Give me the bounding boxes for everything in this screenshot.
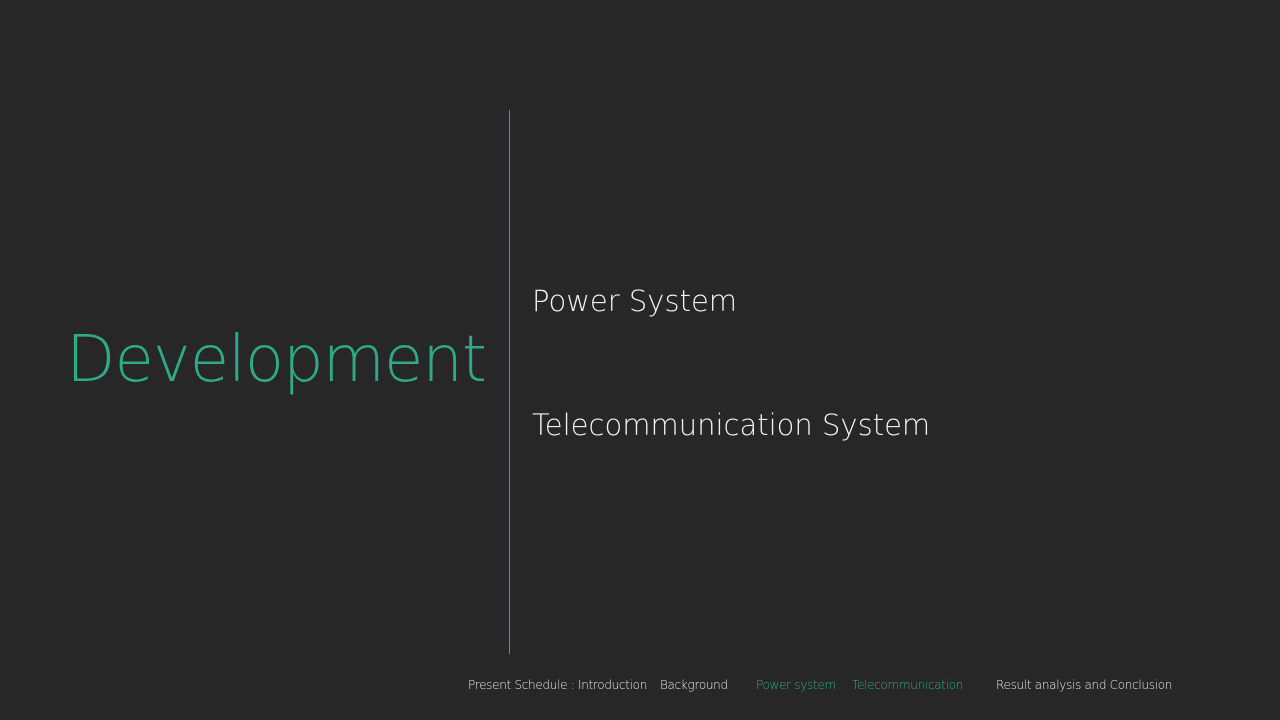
section-title: Development xyxy=(66,323,487,397)
schedule-item-result-analysis: Result analysis and Conclusion xyxy=(996,678,1173,692)
schedule-footer: Present Schedule : Introduction Backgrou… xyxy=(0,678,1280,696)
schedule-item-telecommunication: Telecommunication xyxy=(852,678,964,692)
topic-telecommunication-system: Telecommunication System xyxy=(532,408,931,442)
schedule-item-power-system: Power system xyxy=(756,678,836,692)
topic-power-system: Power System xyxy=(532,284,738,318)
schedule-label: Present Schedule : Introduction xyxy=(468,678,648,692)
schedule-item-background: Background xyxy=(660,678,728,692)
vertical-divider xyxy=(509,110,510,654)
